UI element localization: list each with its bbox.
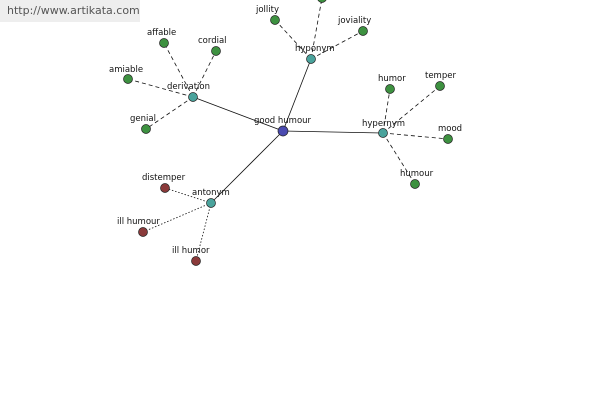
edge-hyponym-topleaf <box>310 0 323 60</box>
edge-derivation-genial <box>145 96 194 130</box>
edge-derivation-amiable <box>127 78 194 98</box>
node-illhumour[interactable]: ill humour <box>117 217 160 237</box>
edge-hypernym-mood <box>382 132 449 140</box>
node-circle-antonym[interactable] <box>206 198 216 208</box>
node-label-mood: mood <box>438 124 462 134</box>
node-antonym[interactable]: antonym <box>192 188 230 208</box>
node-circle-joviality[interactable] <box>358 26 368 36</box>
node-cordial[interactable]: cordial <box>198 36 227 56</box>
node-label-humour: humour <box>400 169 434 179</box>
node-label-amiable: amiable <box>109 65 143 75</box>
node-circle-hyponym[interactable] <box>306 54 316 64</box>
node-circle-humour[interactable] <box>410 179 420 189</box>
node-circle-jollity[interactable] <box>270 15 280 25</box>
node-amiable[interactable]: amiable <box>109 65 143 84</box>
node-genial[interactable]: genial <box>130 114 156 134</box>
edge-antonym-distemper <box>164 187 212 204</box>
node-circle-illhumour[interactable] <box>138 227 148 237</box>
node-distemper[interactable]: distemper <box>142 173 186 193</box>
edge-hyponym-joviality <box>310 30 364 60</box>
node-label-cordial: cordial <box>198 36 227 46</box>
node-illhumor[interactable]: ill humor <box>172 246 210 266</box>
node-joviality[interactable]: joviality <box>337 16 371 36</box>
edge-center-hypernym <box>282 130 384 134</box>
node-circle-amiable[interactable] <box>123 74 133 84</box>
node-label-derivation: derivation <box>167 82 210 92</box>
edge-hypernym-humor <box>382 88 391 134</box>
node-circle-humor[interactable] <box>385 84 395 94</box>
node-humor[interactable]: humor <box>378 74 406 94</box>
node-label-hypernym: hypernym <box>362 119 405 129</box>
node-circle-distemper[interactable] <box>160 183 170 193</box>
node-circle-mood[interactable] <box>443 134 453 144</box>
edge-derivation-affable <box>163 42 194 98</box>
node-circle-derivation[interactable] <box>188 92 198 102</box>
edge-hypernym-humour <box>382 132 416 185</box>
edge-hypernym-temper <box>382 85 441 134</box>
node-circle-temper[interactable] <box>435 81 445 91</box>
watermark-url: http://www.artikata.com <box>0 0 140 22</box>
graph-edges <box>127 0 449 262</box>
node-label-humor: humor <box>378 74 406 84</box>
node-hypernym[interactable]: hypernym <box>362 119 405 138</box>
node-humour[interactable]: humour <box>400 169 434 189</box>
node-jollity[interactable]: jollity <box>255 5 280 25</box>
node-label-temper: temper <box>425 71 456 81</box>
node-center[interactable]: good humour <box>254 116 312 137</box>
node-label-genial: genial <box>130 114 156 124</box>
node-circle-genial[interactable] <box>141 124 151 134</box>
edge-center-hyponym <box>282 58 312 132</box>
node-label-illhumour: ill humour <box>117 217 160 227</box>
node-label-antonym: antonym <box>192 188 230 198</box>
node-label-joviality: joviality <box>337 16 371 26</box>
node-circle-center[interactable] <box>277 125 289 137</box>
node-circle-hypernym[interactable] <box>378 128 388 138</box>
node-circle-topleaf[interactable] <box>317 0 327 3</box>
node-label-hyponym: hyponym <box>295 44 335 54</box>
node-circle-illhumor[interactable] <box>191 256 201 266</box>
node-label-illhumor: ill humor <box>172 246 210 256</box>
node-label-center: good humour <box>254 116 312 126</box>
node-label-distemper: distemper <box>142 173 186 183</box>
node-mood[interactable]: mood <box>438 124 462 144</box>
edge-antonym-illhumour <box>142 202 212 233</box>
node-circle-cordial[interactable] <box>211 46 221 56</box>
node-hyponym[interactable]: hyponym <box>295 44 335 64</box>
edge-center-antonym <box>210 130 284 204</box>
node-topleaf[interactable] <box>317 0 327 3</box>
edge-derivation-cordial <box>192 50 217 98</box>
edge-center-derivation <box>192 96 284 132</box>
node-label-jollity: jollity <box>255 5 279 15</box>
node-label-affable: affable <box>147 28 176 38</box>
node-affable[interactable]: affable <box>147 28 176 48</box>
node-derivation[interactable]: derivation <box>167 82 210 102</box>
node-temper[interactable]: temper <box>425 71 456 91</box>
graph-nodes: good humour derivation hyponym hypernym anto… <box>109 0 462 266</box>
edge-hyponym-jollity <box>274 19 312 60</box>
edge-antonym-illhumor <box>195 202 212 262</box>
node-circle-affable[interactable] <box>159 38 169 48</box>
